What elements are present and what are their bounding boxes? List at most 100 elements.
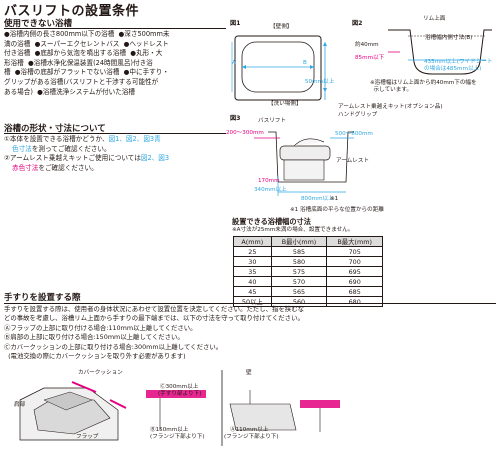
shape-line2b: を測ってご確認ください。 (31, 144, 111, 153)
table-header-row: A(mm) B最小(mm) B最大(mm) (233, 236, 383, 247)
divider (4, 133, 226, 134)
table-cell: 565 (270, 286, 328, 297)
table-cell: 45 (233, 286, 272, 297)
fig3-range1-label: 200〜300mm (226, 130, 264, 136)
rail-line: Ⓒカバークッションの上部に取り付ける場合:300mm以上離してください。 (4, 342, 223, 351)
table-header: B最小(mm) (270, 236, 328, 247)
unusable-list: ●浴槽内側の長さ800mm以下の浴槽 ●深さ500mm未 満の浴槽 ●スーパーエ… (4, 30, 169, 97)
fig2-blue-label-2: の場合は485mm以上) (424, 66, 482, 72)
shape-text: ①本体を設置できる浴槽かどうか、図1、図2、図3青 色寸法を測ってご確認ください… (4, 135, 169, 173)
shape-line3a: ②アームレスト乗越えキットご使用については (4, 154, 141, 163)
divider (4, 303, 496, 304)
fig3-range2-label: 500〜600mm (335, 131, 373, 137)
dim-a-label: Ⓐ110mm以上 (230, 427, 269, 433)
table-note: ※A寸法が25mm未満の場合、設置できません。 (232, 227, 354, 233)
shape-line4a: 赤色寸法 (12, 163, 39, 172)
fig3-note: ※1 浴槽底面の平らな位置からの距離 (290, 207, 384, 213)
fig3-grip-label: ハンドグリップ (338, 112, 378, 118)
table-cell: 570 (270, 276, 328, 287)
fig3-lift-label: バスリフト (258, 118, 286, 124)
fig2-approx-label: 約40mm (355, 42, 379, 48)
shape-line4b: をご確認ください。 (38, 163, 98, 172)
section-heading-shape: 浴槽の形状・寸法について (4, 124, 106, 134)
fig1-wash-label: 【洗い場側】 (268, 101, 302, 107)
list-item: ●浴槽内側の長さ800mm以下の浴槽 ●深さ500mm未 (4, 30, 170, 38)
list-item: 付き浴槽 ●底部から気泡を噴出する浴槽 ●丸形・大 (4, 49, 163, 58)
shape-line1a: ①本体を設置できる浴槽かどうか、 (4, 135, 109, 143)
table-cell: 30 (233, 256, 272, 267)
table-cell: 685 (326, 286, 383, 297)
rail-line: (電池交換の際にカバークッションを取り外す必要があります) (4, 352, 186, 361)
fig2-label: 図2 (352, 20, 363, 27)
dim-a-sub-label: (フランジ下部より下) (224, 434, 279, 440)
table-cell: 680 (326, 296, 383, 307)
list-item: グリップがある浴槽(バスリフトと干渉する可能性が (4, 77, 159, 86)
shape-line3b: 図2、図3 (140, 154, 170, 163)
divider (4, 28, 226, 29)
fig3-d2-label: 340mm以上 (254, 187, 287, 193)
section-heading-rail: 手すりを設置する際 (4, 293, 81, 303)
rail-text: 手すりを設置する際は、使用者の身体状況にあわせて設置位置を決定してください。ただ… (4, 305, 304, 361)
list-item: 槽 ●浴槽の底部がフラットでない浴槽 ●中に手すり・ (4, 68, 169, 77)
table-header: B最大(mm) (326, 236, 383, 247)
table-cell: 695 (326, 266, 383, 277)
rail-line: 手すりを設置する際は、使用者の身体状況にあわせて設置位置を決定してください。ただ… (4, 305, 304, 313)
rail-illustration-side (146, 370, 340, 446)
fig3-footnote-mark: ※1 (330, 196, 339, 202)
shape-line2a: 色寸法 (12, 144, 32, 153)
fig2-rim-label: リム上面 (423, 16, 446, 22)
fig1-a-label: A (232, 60, 236, 66)
fig2-note-1: ※浴槽幅はリム上面から約40mm下の幅を (370, 80, 477, 86)
fig2-red-label: 85mm以下 (355, 55, 385, 61)
fig1-tub-diagram (231, 35, 327, 101)
shoulder-label: 肩部 (14, 402, 26, 408)
table-cell: 25 (233, 246, 272, 257)
table-cell: 705 (326, 246, 383, 257)
table-header: A(mm) (233, 236, 272, 247)
dim-c-label: Ⓒ300mm以上 (160, 384, 199, 390)
fig2-blue-label-1: 435mm以上(ワイドシート (424, 59, 493, 65)
rail-illustration-left (19, 381, 127, 441)
flap-label: フラップ (76, 434, 99, 440)
table-cell: 585 (270, 246, 328, 257)
fig3-d1-label: 170mm (258, 178, 280, 184)
dim-b-label: Ⓑ150mm以上 (150, 427, 189, 433)
fig1-dim-label: 50mm以上 (305, 79, 335, 85)
list-item: ある場合) ●浴槽洗浄システムが付いた浴槽 (4, 87, 136, 96)
rail-line: どの事故を考慮し、浴槽リム上面から手すりの最下端までは、以下の寸法を守って取り付… (4, 314, 304, 323)
fig2-section-diagram (388, 29, 492, 75)
rail-line: Ⓑ肩部の上部に取り付ける場合:150mm以上離してください。 (4, 333, 184, 342)
table-cell: 40 (233, 276, 272, 287)
fig3-label: 図3 (230, 115, 241, 122)
wall-label: 壁 (246, 370, 252, 376)
fig3-d3-label: 800mm以上 (301, 196, 334, 202)
fig3-kit-label: アームレスト乗越えキット(オプション品) (338, 104, 443, 110)
table-title: 設置できる浴槽幅の寸法 (232, 217, 311, 226)
fig2-note-2: 示しています。 (370, 87, 412, 93)
page-title: バスリフトの設置条件 (4, 4, 140, 19)
shape-line1b: 図1、図2、図3青 (108, 135, 161, 143)
fig3-armrest-label: アームレスト (336, 158, 370, 164)
fig1-b-label: B (303, 60, 307, 66)
table-cell: 35 (233, 266, 272, 277)
fig3-lift-diagram (254, 131, 354, 196)
fig1-wall-label: 【壁側】 (270, 24, 293, 30)
dim-b-sub-label: (フランジ下部より下) (150, 434, 205, 440)
table-cell: 580 (270, 256, 328, 267)
rail-line: Ⓐフラップの上部に取り付ける場合:110mm以上離してください。 (4, 323, 197, 332)
dim-c-sub-label: (手すり部より下) (158, 391, 202, 397)
table-cell: 700 (326, 256, 383, 267)
cover-cushion-label: カバークッション (78, 370, 123, 376)
section-heading-unusable: 使用できない浴槽 (4, 19, 73, 29)
list-item: 満の浴槽 ●スーパーエクセレントバス ●ヘッドレスト (4, 39, 169, 48)
fig2-inner-label: 浴槽幅内側寸法(B) (425, 35, 473, 41)
fig1-label: 図1 (230, 20, 241, 27)
table-cell: 575 (270, 266, 328, 277)
